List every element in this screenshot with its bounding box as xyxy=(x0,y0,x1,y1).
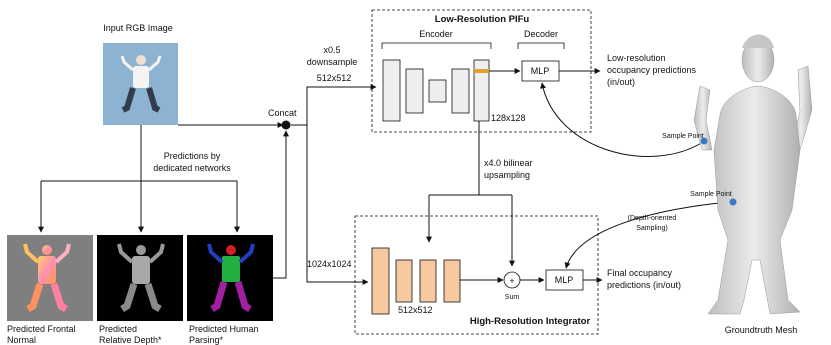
downsample-res: 512x512 xyxy=(317,73,352,83)
integrator-blocks xyxy=(371,247,461,315)
high-res-integrator-title: High-Resolution Integrator xyxy=(470,316,591,327)
low-res-feature-res: 128x128 xyxy=(491,113,526,123)
sample-to-high-mlp-arrow xyxy=(564,201,733,269)
input-image-title: Input RGB Image xyxy=(103,23,173,33)
high-res-output-1: Final occupancy xyxy=(607,268,673,278)
encoder-bracket xyxy=(381,42,492,49)
predicted-parsing-image xyxy=(187,235,273,321)
low-res-output-2: occupancy predictions xyxy=(607,65,697,75)
predicted-normal-image xyxy=(7,235,93,321)
parsing-caption-1: Predicted Human xyxy=(189,324,259,334)
low-res-pifu-title: Low-Resolution PIFu xyxy=(435,14,530,25)
depth-caption-1: Predicted xyxy=(99,324,137,334)
sum-label: Sum xyxy=(505,294,520,301)
groundtruth-mesh xyxy=(693,34,813,315)
sample-point-label-bottom: Sample Point xyxy=(690,191,732,198)
high-res-integrator-box xyxy=(354,215,599,335)
concat-node xyxy=(281,120,291,130)
upsampling-2: upsampling xyxy=(484,170,530,180)
high-res-mlp-label: MLP xyxy=(555,275,574,285)
sum-symbol: + xyxy=(509,276,514,286)
low-res-output-1: Low-resolution xyxy=(607,53,666,63)
normal-caption-1: Predicted Frontal xyxy=(7,324,76,334)
input-rgb-image xyxy=(103,43,178,125)
downsample-scale: x0.5 xyxy=(323,45,340,55)
predictions-caption-1: Predictions by xyxy=(164,151,221,161)
encoder-block-3 xyxy=(428,79,447,103)
encoder-block-2 xyxy=(405,68,424,114)
to-high-res-arrow xyxy=(306,125,369,285)
sample-to-low-mlp-arrow xyxy=(540,82,704,157)
normal-caption-2: Normal xyxy=(7,335,36,345)
sample-point-bottom xyxy=(729,198,737,206)
decoder-label: Decoder xyxy=(524,29,558,39)
downsample-word: downsample xyxy=(307,57,358,67)
upsampling-1: x4.0 bilinear xyxy=(484,158,533,168)
to-low-res-arrow xyxy=(306,84,377,125)
high-res-output-2: predictions (in/out) xyxy=(607,280,681,290)
parsing-caption-2: Parsing* xyxy=(189,335,224,345)
integrator-block-4 xyxy=(443,259,461,303)
depth-sampling-1: (Depth-oriented xyxy=(628,215,677,222)
predictions-to-concat-arrow xyxy=(273,130,289,279)
highres-input-res: 1024x1024 xyxy=(307,259,352,269)
mesh-caption: Groundtruth Mesh xyxy=(725,325,798,335)
concat-label: Concat xyxy=(268,108,297,118)
sample-point-label-top: Sample Point xyxy=(662,133,704,140)
integrator-block-2 xyxy=(395,259,413,303)
low-res-mlp-label: MLP xyxy=(531,66,550,76)
predicted-depth-image xyxy=(97,235,183,321)
high-res-feature-res: 512x512 xyxy=(398,305,433,315)
encoder-label: Encoder xyxy=(419,29,453,39)
decoder-bracket xyxy=(517,42,565,49)
low-res-output-3: (in/out) xyxy=(607,77,635,87)
encoder-block-5 xyxy=(473,59,490,122)
encoder-block-4 xyxy=(451,68,470,114)
sample-point-top xyxy=(700,137,708,145)
encoder-blocks xyxy=(382,59,490,122)
integrator-block-1 xyxy=(371,247,390,315)
encoder-block-1 xyxy=(382,59,401,122)
integrator-block-3 xyxy=(419,259,437,303)
feature-stripe xyxy=(474,69,489,73)
depth-caption-2: Relative Depth* xyxy=(99,335,162,345)
depth-sampling-2: Sampling) xyxy=(636,225,668,232)
predictions-caption-2: dedicated networks xyxy=(153,163,231,173)
